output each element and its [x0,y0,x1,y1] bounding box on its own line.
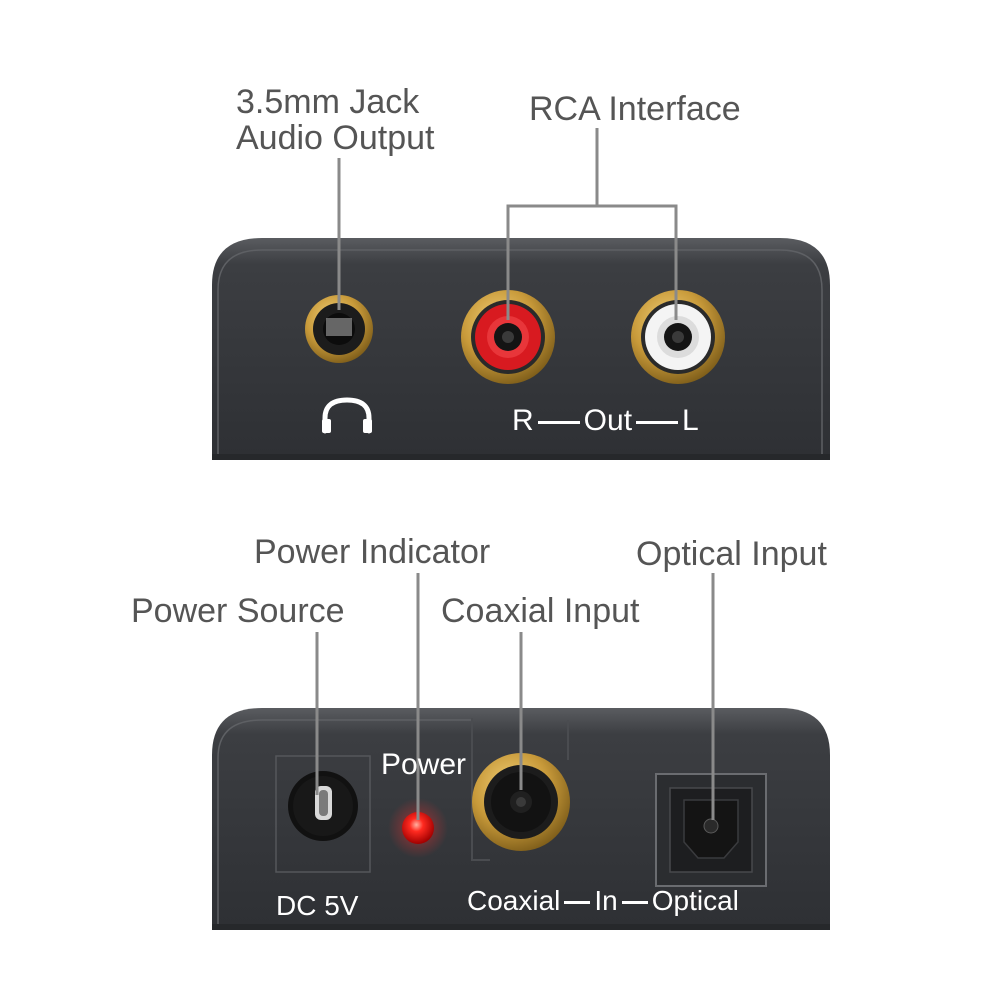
optical-text: Optical [651,885,739,916]
callout-power-indicator: Power Indicator [254,533,491,571]
dc-power-jack [275,755,371,873]
rca-left-port [631,290,725,384]
leader-lines-top [337,128,678,320]
callout-jack-line2: Audio Output [236,119,435,157]
label-dash [564,901,591,905]
power-led [388,798,448,858]
rca-left-label: L [682,404,699,437]
coaxial-port [472,753,570,851]
rca-right-port [461,290,555,384]
rca-out-text: Out [583,404,633,437]
rca-right-label: R [512,404,534,437]
dc-5v-label: DC 5V [276,890,359,921]
leader-lines-bottom [315,573,715,820]
headphones-icon [322,397,372,434]
coaxial-in-optical-label: Coaxial In Optical [467,885,739,917]
label-dash [621,901,648,905]
rca-out-label: R Out L [512,404,699,438]
optical-port [655,773,767,887]
in-text: In [594,885,618,916]
coaxial-text: Coaxial [467,885,561,916]
callout-rca-interface: RCA Interface [529,90,741,128]
headphone-jack [305,295,373,363]
label-dash [537,420,580,424]
callout-optical-input: Optical Input [636,535,827,573]
callout-coaxial-input: Coaxial Input [441,592,640,630]
callout-power-source: Power Source [131,592,345,630]
power-led-label: Power [381,748,467,781]
label-dash [636,420,679,424]
callout-jack-line1: 3.5mm Jack [236,83,420,121]
